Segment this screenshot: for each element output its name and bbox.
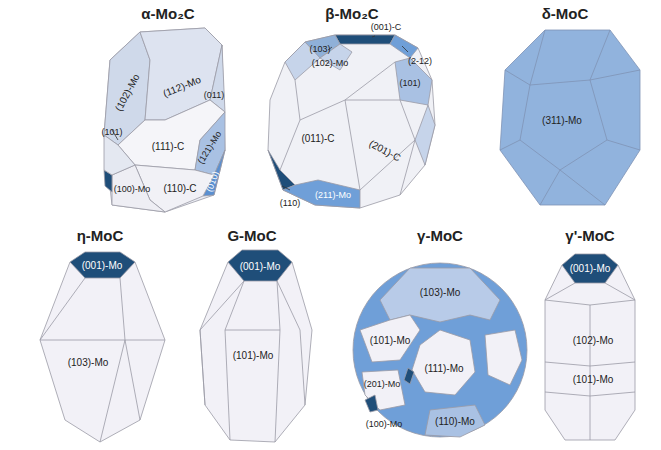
- phase-title: G-MoC: [227, 228, 276, 245]
- facet-label: (111)-Mo: [424, 363, 463, 374]
- callout-label: (110): [280, 199, 300, 209]
- facet-label: (102)-Mo: [573, 335, 614, 346]
- facet-label: (103)-Mo: [68, 357, 109, 368]
- facet-label: (201)-Mo: [364, 380, 401, 390]
- g-crystal: [200, 250, 312, 442]
- facet-label: (011): [204, 91, 224, 101]
- facet-label: (111)-C: [152, 141, 184, 152]
- phase-title: β-Mo₂C: [325, 6, 378, 23]
- facet-label: (101)-Mo: [370, 335, 411, 346]
- eta-crystal: [40, 252, 165, 442]
- facet-label: (001)-Mo: [570, 263, 611, 274]
- callout-label: (2-12): [408, 57, 432, 67]
- gamma-prime-crystal: [545, 254, 635, 440]
- facet-label: (011)-C: [301, 133, 334, 144]
- phase-title: δ-MoC: [542, 6, 589, 23]
- phase-title: γ'-MoC: [565, 228, 614, 245]
- facet-label: (211)-Mo: [315, 191, 351, 201]
- phase-title: α-Mo₂C: [141, 6, 194, 23]
- facet-label: (100)-Mo: [366, 420, 403, 430]
- phase-title: η-MoC: [77, 228, 124, 245]
- facet-label: (001)-Mo: [82, 260, 123, 271]
- facet-label: (101)-Mo: [233, 350, 274, 361]
- facet-label: (110)-Mo: [435, 416, 475, 427]
- gamma-crystal: [353, 263, 527, 437]
- phase-title: γ-MoC: [417, 228, 463, 245]
- facet-label: (101)-Mo: [573, 374, 614, 385]
- facet-label: (103)-Mo: [420, 287, 461, 298]
- facet-label: (102)-Mo: [312, 59, 349, 69]
- alpha-crystal: [104, 28, 225, 212]
- facet-label: (100)-Mo: [114, 185, 151, 195]
- facet-label: (101): [399, 79, 420, 89]
- beta-crystal: [268, 35, 435, 208]
- facet-label: (311)-Mo: [542, 115, 582, 126]
- facet-label: (110)-C: [163, 183, 196, 194]
- callout-label: (103): [309, 45, 330, 55]
- facet-label: (001)-Mo: [240, 261, 281, 272]
- callout-label: (001)-C: [371, 23, 402, 33]
- delta-crystal: [500, 30, 640, 205]
- facet-label: (101): [101, 128, 122, 138]
